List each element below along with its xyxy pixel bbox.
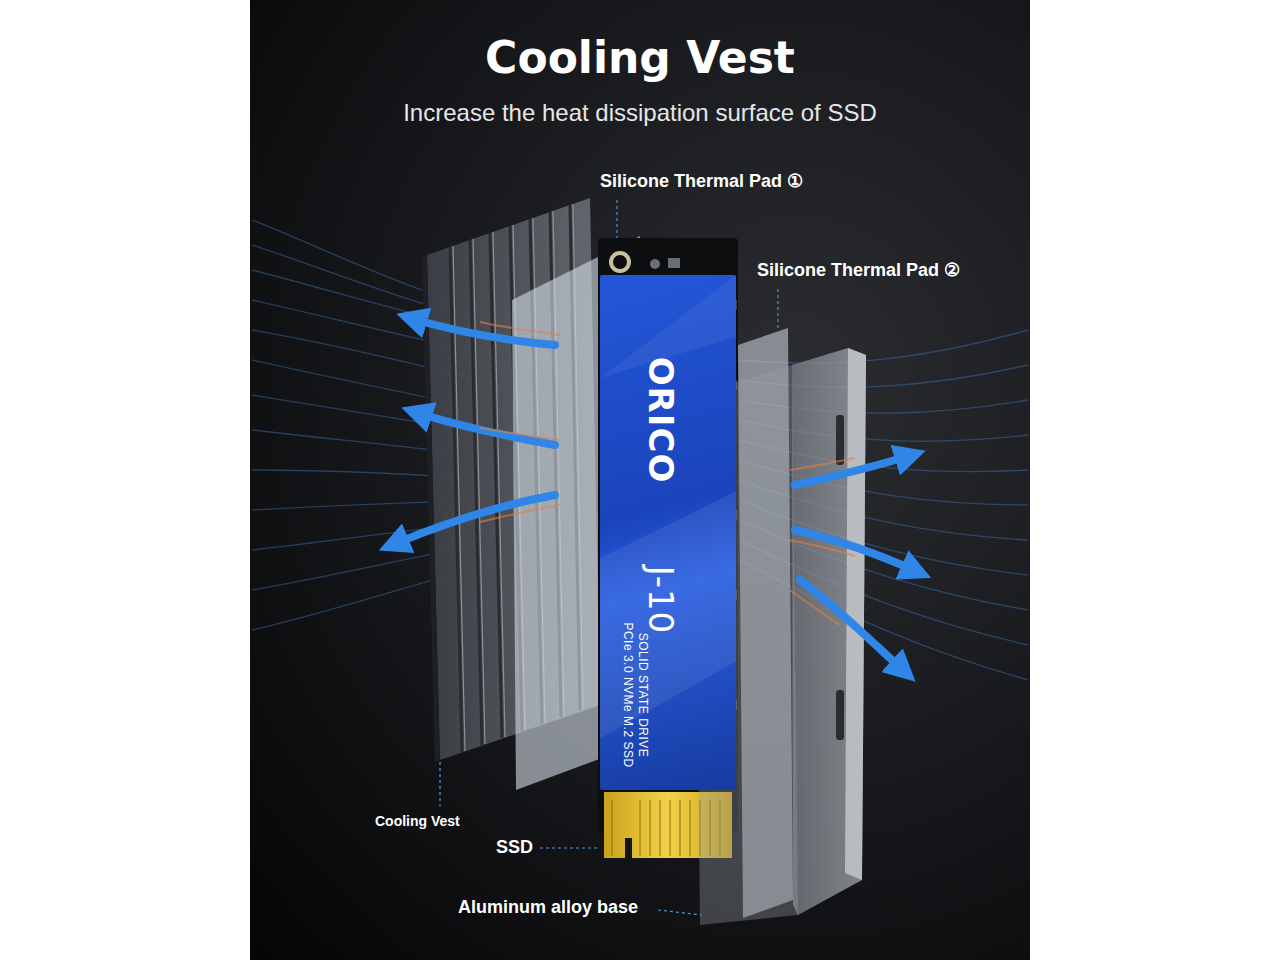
ssd-label: ORICO J-10SOLID STATE DRIVEPCIe 3.0 NVMe … bbox=[600, 275, 736, 790]
part-label: Silicone Thermal Pad ② bbox=[757, 259, 960, 281]
label-facets bbox=[600, 275, 736, 790]
subtitle: Increase the heat dissipation surface of… bbox=[250, 98, 1030, 128]
brand-name: ORICO bbox=[641, 357, 678, 484]
interface-spec: PCIe 3.0 NVMe M.2 SSD bbox=[620, 622, 633, 767]
part-label: SSD bbox=[496, 836, 533, 858]
part-label: Silicone Thermal Pad ① bbox=[600, 170, 803, 192]
title: Cooling Vest bbox=[250, 30, 1030, 86]
part-label: Aluminum alloy base bbox=[458, 896, 638, 918]
ssd-board bbox=[598, 238, 738, 858]
product-type: SOLID STATE DRIVE bbox=[635, 633, 648, 758]
leader-lines bbox=[440, 200, 778, 915]
model-name: J-10 bbox=[641, 566, 678, 634]
part-label: Cooling Vest bbox=[375, 810, 460, 832]
